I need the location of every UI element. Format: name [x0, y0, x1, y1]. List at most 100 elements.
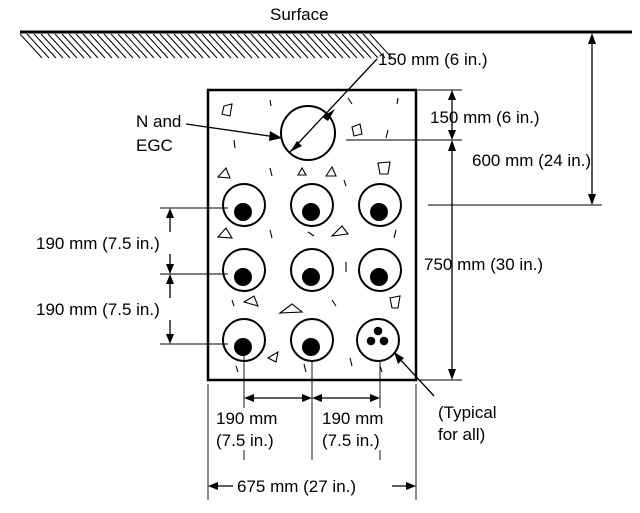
diameter-leader-line [289, 58, 378, 153]
hatch-stroke [138, 33, 162, 59]
envelope-width-dimension [207, 384, 417, 500]
hatch-stroke [124, 33, 148, 59]
neutral-leader-line [185, 123, 277, 138]
hatch-stroke [180, 33, 204, 59]
typical-conduit [356, 318, 400, 362]
aggregate-piece [303, 363, 307, 373]
hatch-stroke [229, 33, 253, 59]
hatch-stroke [348, 33, 372, 59]
hatch-stroke [159, 33, 183, 59]
label-bg [318, 408, 402, 450]
hatch-stroke [26, 33, 50, 59]
phase-conductor [370, 268, 388, 286]
phase-conductor [234, 268, 252, 286]
phase-conductor [302, 203, 320, 221]
phase-conduits [222, 183, 402, 362]
row-spacing-label-2: 190 mm (7.5 in.) [36, 300, 160, 319]
aggregate-piece [235, 365, 239, 373]
aggregate-piece [377, 161, 391, 175]
hatch-stroke [215, 33, 239, 59]
hatch-stroke [320, 33, 344, 59]
hatch-stroke [117, 33, 141, 59]
hatch-stroke [194, 33, 218, 59]
hatch-stroke [173, 33, 197, 59]
aggregate-piece [233, 139, 236, 149]
hatch-stroke [187, 33, 211, 59]
hatch-stroke [222, 33, 246, 59]
hatch-stroke [166, 33, 190, 59]
aggregate-piece [347, 97, 353, 105]
hatch-stroke [103, 33, 127, 59]
aggregate-piece [269, 167, 273, 177]
hatch-stroke [201, 33, 225, 59]
aggregate-piece [216, 166, 231, 179]
conductor [379, 336, 389, 346]
aggregate-piece [351, 123, 363, 137]
hatch-stroke [54, 33, 78, 59]
aggregate-piece [216, 227, 234, 239]
aggregate-piece [242, 295, 259, 307]
hatch-stroke [292, 33, 316, 59]
surface-hatch [19, 30, 632, 59]
aggregate-piece [297, 166, 307, 176]
hatch-stroke [110, 33, 134, 59]
hatch-stroke [68, 33, 92, 59]
typical-label-line1: (Typical [438, 403, 497, 422]
hatch-stroke [327, 33, 351, 59]
hatch-stroke [285, 33, 309, 59]
aggregate-piece [385, 129, 389, 139]
label-bg [34, 298, 202, 320]
hatch-stroke [306, 33, 330, 59]
typical-conduit-outline [356, 318, 400, 362]
label-bg [212, 408, 296, 450]
phase-conductor [234, 338, 252, 356]
hatch-stroke [334, 33, 358, 59]
surface-label: Surface [270, 5, 329, 24]
conductor [373, 326, 383, 336]
hatch-stroke [47, 33, 71, 59]
conductor [366, 336, 376, 346]
label-bg [34, 232, 202, 254]
hatch-stroke [299, 33, 323, 59]
envelope-width-label: 675 mm (27 in.) [237, 477, 356, 496]
aggregate-piece [324, 165, 337, 177]
top-cover-dimension [346, 89, 462, 141]
aggregate-piece [307, 231, 315, 237]
aggregate-piece [330, 225, 350, 237]
hatch-stroke [75, 33, 99, 59]
aggregate-piece [269, 99, 272, 107]
hatch-stroke [243, 33, 267, 59]
hatch-stroke [82, 33, 106, 59]
aggregate-piece [349, 357, 353, 367]
hatch-stroke [257, 33, 281, 59]
diameter-arrowhead [290, 141, 302, 152]
row-spacing-label-1: 190 mm (7.5 in.) [36, 234, 160, 253]
col-spacing-label-1a: 190 mm [216, 409, 277, 428]
hatch-stroke [89, 33, 113, 59]
hatch-stroke [131, 33, 155, 59]
hatch-stroke [278, 33, 302, 59]
hatch-stroke [236, 33, 260, 59]
depth-label: 600 mm (24 in.) [472, 151, 591, 170]
diameter-arrowhead [322, 109, 335, 121]
typical-leader-arrowhead [394, 352, 404, 364]
neutral-label-line1: N and [136, 112, 181, 131]
aggregate-piece [331, 299, 337, 307]
hatch-stroke [362, 33, 386, 59]
aggregate-piece [278, 303, 304, 314]
depth-dimension [428, 33, 602, 206]
aggregate-piece [269, 229, 273, 239]
envelope-height-label: 750 mm (30 in.) [424, 255, 543, 274]
aggregate-piece [396, 97, 399, 105]
hatch-stroke [250, 33, 274, 59]
hatch-stroke [40, 33, 64, 59]
row-spacing-dimension [160, 207, 228, 345]
top-cover-label: 150 mm (6 in.) [430, 108, 540, 127]
hatch-stroke [264, 33, 288, 59]
phase-conductor [370, 203, 388, 221]
typical-label-line2: for all) [438, 425, 485, 444]
phase-conductor [302, 338, 320, 356]
aggregate-piece [266, 350, 279, 363]
aggregate-piece [389, 295, 401, 309]
